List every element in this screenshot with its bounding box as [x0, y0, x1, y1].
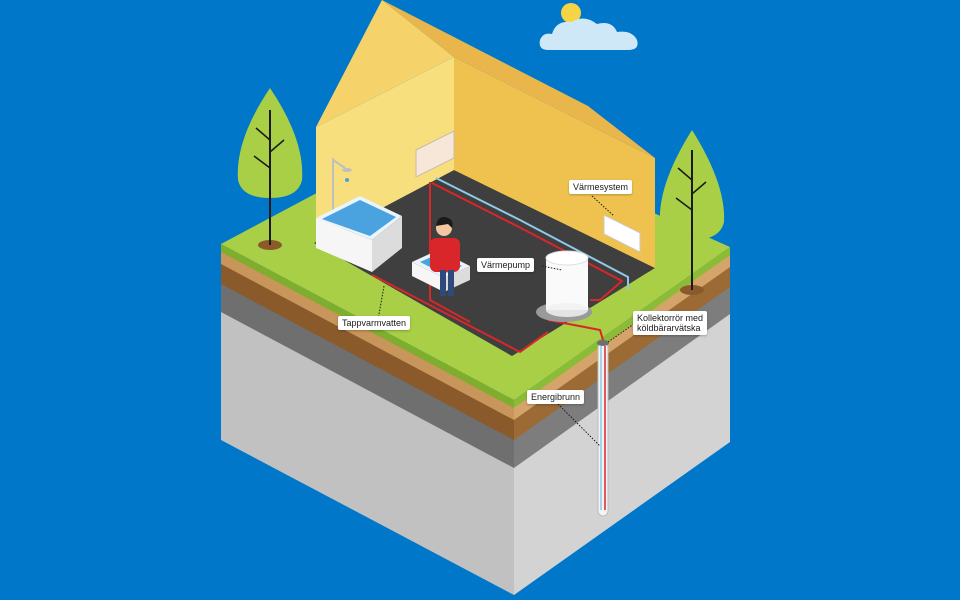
varmepump-label: Värmepump	[477, 258, 535, 272]
kollektorror-label: Kollektorrör med köldbärarvätska	[633, 311, 708, 335]
leader-lines	[377, 195, 635, 447]
radiator-icon	[415, 130, 455, 178]
heat-pump-icon	[536, 250, 592, 322]
varmesystem-label: Värmesystem	[569, 180, 633, 194]
tappvarmvatten-label: Tappvarmvatten	[338, 316, 411, 330]
energibrunn-label: Energibrunn	[527, 390, 585, 404]
sun-icon	[561, 3, 581, 23]
shower-icon	[332, 158, 352, 210]
borehole-icon	[597, 340, 609, 517]
radiator-icon	[603, 214, 641, 253]
tree-icon	[659, 130, 725, 295]
tree-icon	[237, 88, 303, 250]
person-icon	[430, 217, 460, 296]
bathtub-icon	[316, 196, 402, 272]
cloud-icon	[539, 18, 638, 50]
